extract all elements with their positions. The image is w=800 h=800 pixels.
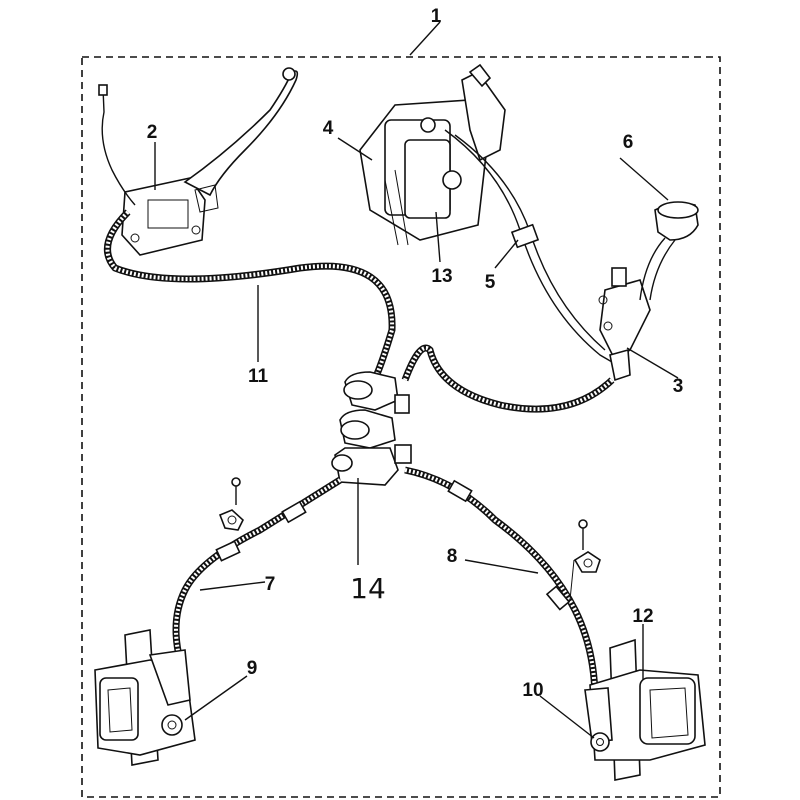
callout-13: 13 bbox=[431, 266, 452, 287]
brake-hose-11 bbox=[104, 209, 396, 387]
hose-clip-right bbox=[569, 519, 601, 601]
callout-3: 3 bbox=[673, 376, 684, 397]
brake-hose-8 bbox=[404, 466, 599, 701]
brake-switch-wire bbox=[101, 87, 136, 206]
front-right-brake-caliper bbox=[584, 638, 706, 781]
handlebar-master-cylinder bbox=[121, 67, 299, 256]
leader-lines bbox=[154, 21, 679, 739]
rear-brake-reservoir bbox=[654, 201, 699, 241]
callout-12: 12 bbox=[632, 606, 653, 627]
rear-master-cylinder bbox=[598, 267, 651, 382]
callout-8: 8 bbox=[447, 546, 458, 567]
callout-1: 1 bbox=[431, 6, 442, 27]
brake-junction-fitting bbox=[331, 371, 412, 486]
assembly-boundary bbox=[81, 56, 721, 798]
reservoir-hose bbox=[639, 237, 666, 301]
callout-5: 5 bbox=[485, 272, 496, 293]
callout-2: 2 bbox=[147, 122, 158, 143]
callout-10: 10 bbox=[522, 680, 543, 701]
rear-brake-caliper bbox=[359, 63, 506, 246]
callout-labels: 1 2 3 4 5 6 7 8 9 10 11 12 13 14 bbox=[147, 6, 684, 701]
brake-hose-7 bbox=[172, 477, 342, 661]
hose-clip-left bbox=[218, 477, 244, 531]
callout-14: 14 bbox=[350, 572, 386, 605]
callout-9: 9 bbox=[247, 658, 258, 679]
callout-6: 6 bbox=[623, 132, 634, 153]
callout-11: 11 bbox=[248, 366, 269, 387]
callout-4: 4 bbox=[323, 118, 334, 139]
front-left-brake-caliper bbox=[94, 629, 196, 766]
callout-7: 7 bbox=[265, 574, 276, 595]
